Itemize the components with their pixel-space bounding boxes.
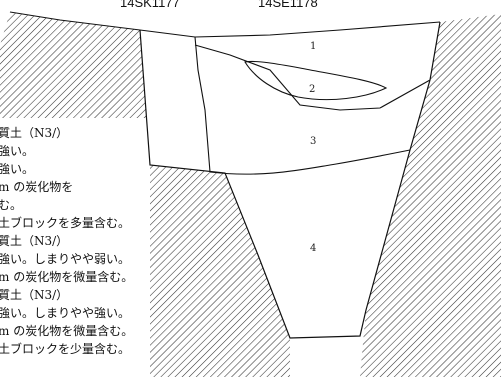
- layer-number-2: 2: [309, 84, 315, 95]
- pit-outline: [139, 21, 441, 339]
- layer-number-4: 4: [310, 243, 316, 254]
- note-line: m の炭化物を微量含む。: [0, 324, 134, 338]
- layer-number-1: 1: [310, 41, 316, 52]
- note-line: 土ブロックを多量含む。: [0, 216, 131, 230]
- ground-hatch-right: [360, 14, 501, 377]
- note-line: 質土（N3/）: [0, 234, 69, 248]
- pit-fill: [10, 12, 440, 338]
- note-line: 強い。しまりやや強い。: [0, 306, 131, 320]
- boundary-layer-2: [244, 60, 388, 101]
- note-line: 土ブロックを少量含む。: [0, 342, 131, 356]
- note-line: む。: [0, 198, 23, 212]
- grid-label-right: 14SE1178: [258, 0, 318, 10]
- layer-number-3: 3: [310, 136, 316, 147]
- boundary-inner-left: [194, 36, 211, 173]
- note-line: 質土（N3/）: [0, 288, 69, 302]
- boundary-layer-1-3: [194, 44, 431, 111]
- note-line: 強い。: [0, 144, 35, 158]
- note-line: m の炭化物を微量含む。: [0, 270, 134, 284]
- note-line: 質土（N3/）: [0, 126, 69, 140]
- note-line: 強い。: [0, 162, 35, 176]
- grid-label-left: 14SK1177: [120, 0, 180, 10]
- note-line: 強い。しまりやや弱い。: [0, 252, 131, 266]
- boundary-layer-3-4: [209, 149, 411, 175]
- note-line: m の炭化物を: [0, 180, 74, 194]
